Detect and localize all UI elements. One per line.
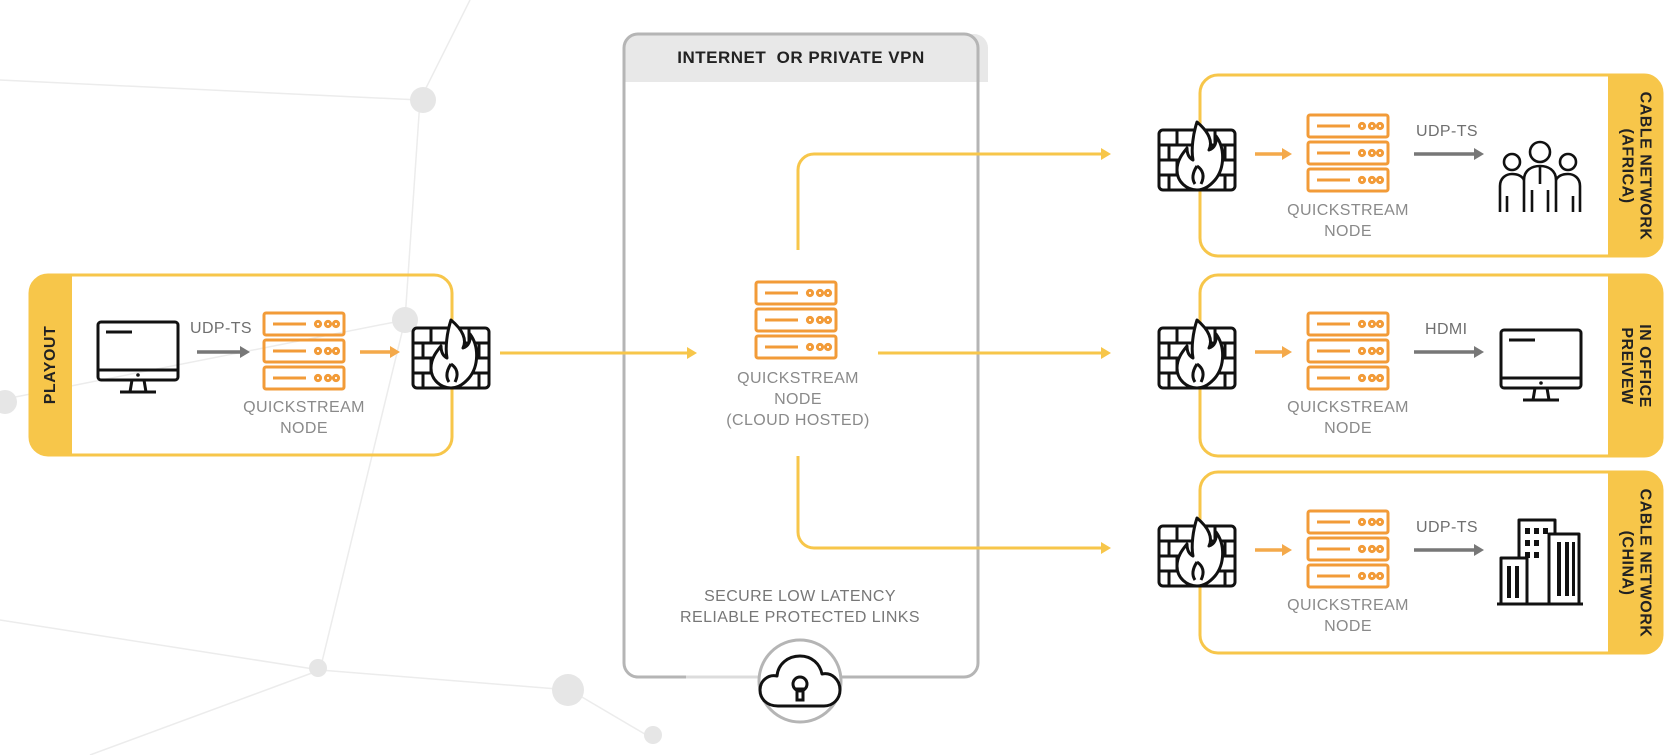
firewall-icon bbox=[411, 318, 491, 390]
people-icon bbox=[1498, 140, 1582, 214]
africa-protocol-label: UDP-TS bbox=[1416, 123, 1478, 140]
server-icon bbox=[1306, 509, 1390, 589]
playout-node-label: QUICKSTREAM NODE bbox=[243, 399, 365, 437]
server-icon bbox=[1306, 311, 1390, 391]
destination-tab-africa: CABLE NETWORK (AFRICA) bbox=[1608, 75, 1662, 256]
monitor-icon bbox=[1499, 328, 1583, 402]
cloud-server-icon bbox=[754, 280, 838, 360]
cloud-node-label: QUICKSTREAM NODE (CLOUD HOSTED) bbox=[726, 370, 870, 429]
connector-arrowheads bbox=[687, 148, 1111, 554]
playout-protocol-label: UDP-TS bbox=[190, 320, 252, 337]
background-nodes bbox=[0, 87, 662, 744]
office-protocol-label: HDMI bbox=[1425, 321, 1468, 338]
firewall-icon bbox=[1157, 516, 1237, 588]
secure-links-label: SECURE LOW LATENCY RELIABLE PROTECTED LI… bbox=[680, 588, 920, 626]
buildings-icon bbox=[1495, 518, 1585, 606]
firewall-icon bbox=[1157, 120, 1237, 192]
destination-tab-china: CABLE NETWORK (CHINA) bbox=[1608, 472, 1662, 653]
monitor-icon bbox=[96, 320, 180, 394]
firewall-icon bbox=[1157, 318, 1237, 390]
playout-tab-label: PLAYOUT bbox=[42, 325, 60, 405]
internet-title: INTERNET OR PRIVATE VPN bbox=[677, 48, 925, 67]
protocol-arrows bbox=[197, 152, 1475, 552]
server-icon bbox=[262, 311, 346, 391]
internet-frame bbox=[622, 32, 980, 679]
internet-title-band bbox=[624, 34, 988, 82]
africa-node-label: QUICKSTREAM NODE bbox=[1287, 202, 1409, 240]
destination-tab-office: IN OFFICE PREIVEW bbox=[1608, 275, 1662, 456]
orange-arrows bbox=[360, 152, 1283, 552]
connector-lines bbox=[500, 152, 1102, 550]
server-icon bbox=[1306, 113, 1390, 193]
china-protocol-label: UDP-TS bbox=[1416, 519, 1478, 536]
playout-tab: PLAYOUT bbox=[30, 275, 72, 455]
china-node-label: QUICKSTREAM NODE bbox=[1287, 597, 1409, 635]
office-node-label: QUICKSTREAM NODE bbox=[1287, 399, 1409, 437]
